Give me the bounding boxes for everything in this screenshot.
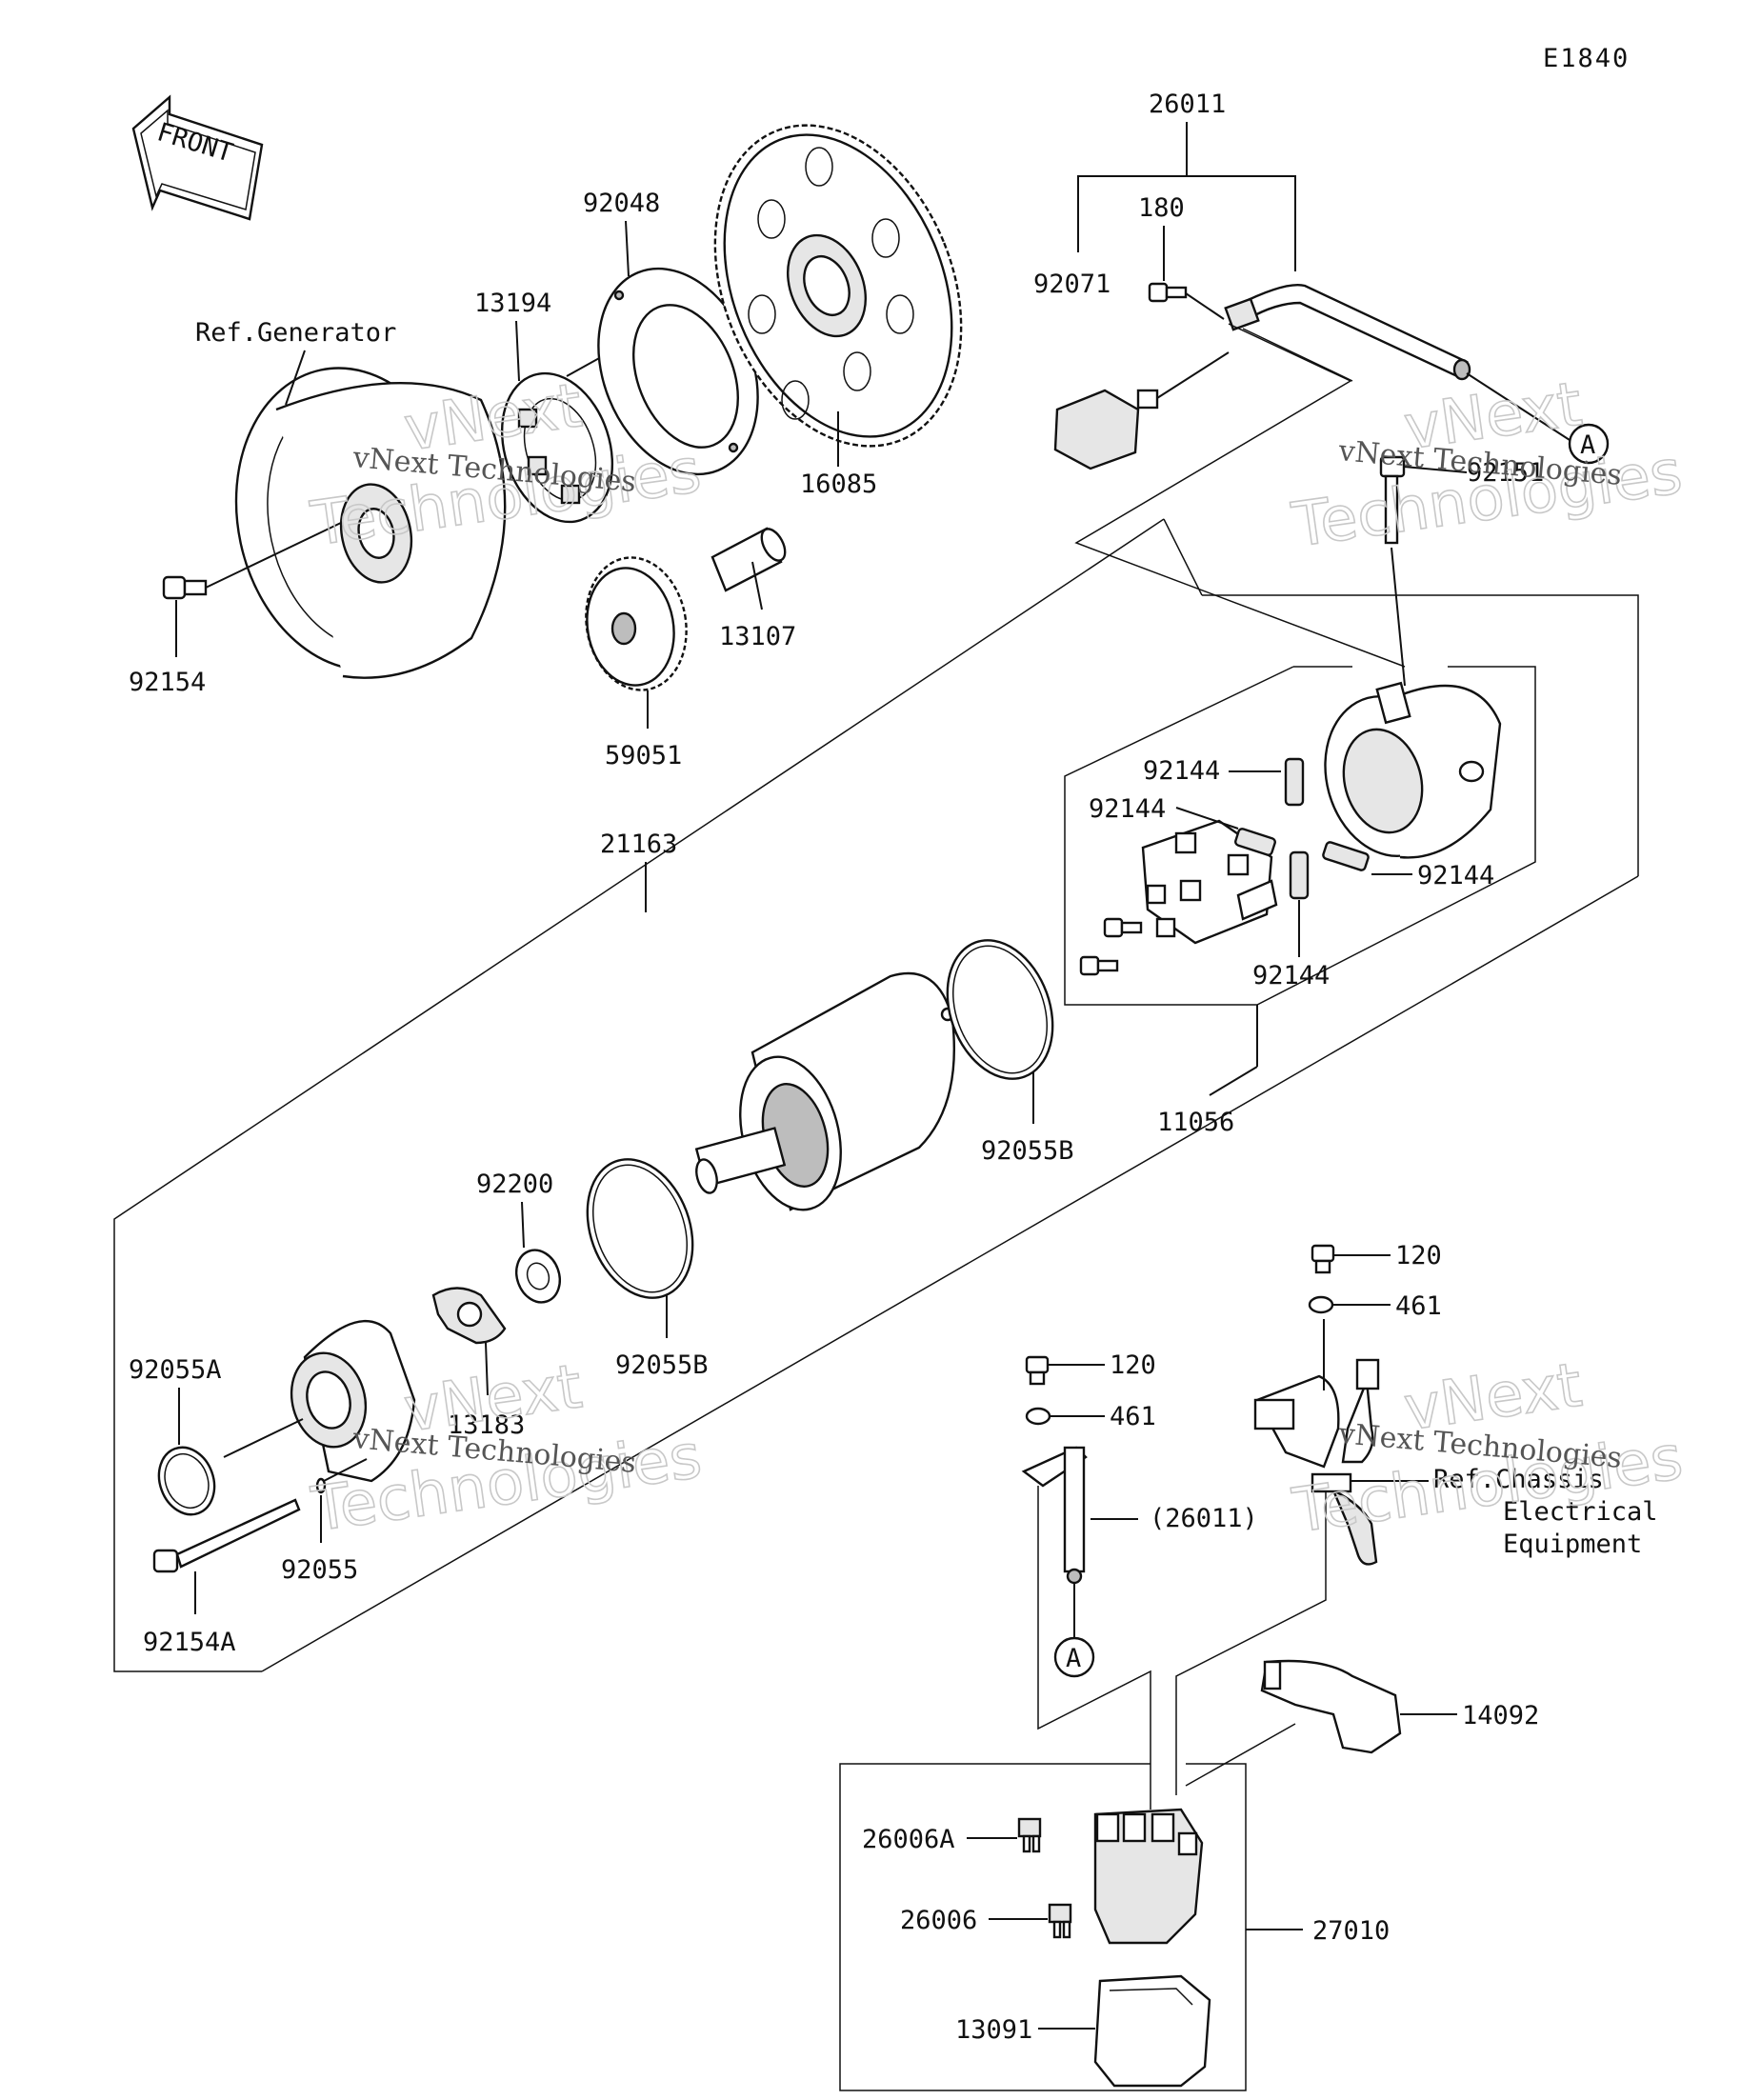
part-label-92144-c: 92144 bbox=[1417, 861, 1494, 890]
part-label-13183: 13183 bbox=[448, 1410, 525, 1440]
part-label-11056: 11056 bbox=[1157, 1108, 1234, 1137]
generator-rotor bbox=[234, 367, 507, 679]
part-label-13107: 13107 bbox=[719, 622, 796, 651]
armature-shaft bbox=[694, 1127, 787, 1194]
terminal-cap-92071 bbox=[1053, 389, 1159, 470]
bolt-92154-icon bbox=[162, 575, 208, 600]
part-label-92144-a: 92144 bbox=[1143, 756, 1220, 786]
part-label-461-mid: 461 bbox=[1110, 1402, 1156, 1431]
part-label-92154: 92154 bbox=[129, 668, 206, 697]
relay-boot-13091 bbox=[1093, 1974, 1211, 2088]
ref-generator-label: Ref.Generator bbox=[195, 318, 396, 348]
part-label-92144-b: 92144 bbox=[1089, 794, 1166, 824]
svg-text:A: A bbox=[1580, 430, 1595, 460]
spring-icon bbox=[1234, 757, 1370, 900]
part-label-92055A: 92055A bbox=[129, 1355, 222, 1385]
bolt-92151-icon bbox=[1379, 455, 1406, 545]
callout-a-top: A bbox=[1568, 423, 1610, 465]
bolt-120-mid-icon bbox=[1025, 1355, 1050, 1386]
part-label-26011-paren: (26011) bbox=[1150, 1504, 1258, 1533]
part-label-120-top: 120 bbox=[1395, 1241, 1442, 1270]
starter-relay bbox=[1093, 1808, 1204, 1945]
long-bolt-92154A-icon bbox=[152, 1498, 301, 1573]
rear-cover bbox=[1324, 681, 1502, 859]
part-label-92200: 92200 bbox=[476, 1170, 553, 1199]
part-label-92144-d: 92144 bbox=[1252, 961, 1330, 990]
part-label-92055B-right: 92055B bbox=[981, 1136, 1074, 1166]
screws-brush-holder-icon bbox=[1079, 917, 1143, 976]
part-label-59051: 59051 bbox=[605, 741, 682, 770]
o-ring-92055B-left bbox=[586, 1158, 694, 1299]
o-ring-92055 bbox=[315, 1477, 327, 1494]
ref-chassis-line2: Electrical bbox=[1503, 1497, 1658, 1527]
washer-92200 bbox=[515, 1249, 561, 1304]
part-label-13194: 13194 bbox=[474, 289, 551, 318]
front-cover bbox=[290, 1319, 416, 1483]
o-ring-92055A bbox=[157, 1446, 216, 1516]
one-way-clutch-13194 bbox=[500, 371, 614, 524]
brush-holder bbox=[1141, 819, 1278, 945]
part-label-120-mid: 120 bbox=[1110, 1350, 1156, 1380]
part-label-92154A: 92154A bbox=[143, 1628, 236, 1657]
fuse-26006A-icon bbox=[1017, 1817, 1042, 1853]
bolt-180-icon bbox=[1148, 282, 1188, 303]
shaft-13107 bbox=[710, 527, 787, 592]
part-label-92151: 92151 bbox=[1467, 458, 1544, 488]
part-label-14092: 14092 bbox=[1462, 1701, 1539, 1730]
part-label-92048: 92048 bbox=[583, 189, 660, 218]
part-label-26006A: 26006A bbox=[862, 1825, 955, 1854]
o-ring-92055B-right bbox=[946, 939, 1054, 1080]
starter-gear-16085 bbox=[713, 124, 963, 448]
ref-chassis-line1: Ref.Chassis bbox=[1433, 1465, 1604, 1494]
motor-yoke bbox=[739, 971, 955, 1211]
ref-chassis-line3: Equipment bbox=[1503, 1530, 1642, 1559]
part-label-92055: 92055 bbox=[281, 1555, 358, 1585]
lead-wire-26011 bbox=[1224, 284, 1471, 381]
lock-plate-13183 bbox=[431, 1287, 507, 1345]
washer-461-mid bbox=[1025, 1407, 1051, 1426]
lead-wire-26011-lower bbox=[1021, 1446, 1088, 1585]
part-label-461-top: 461 bbox=[1395, 1291, 1442, 1321]
front-arrow-icon: FRONT bbox=[131, 94, 264, 221]
part-label-92071: 92071 bbox=[1033, 270, 1111, 299]
part-label-26006: 26006 bbox=[900, 1906, 977, 1935]
fuse-26006-icon bbox=[1048, 1903, 1072, 1939]
bolt-120-top-icon bbox=[1311, 1244, 1335, 1274]
part-label-16085: 16085 bbox=[800, 470, 877, 499]
callout-a-bottom: A bbox=[1053, 1636, 1095, 1678]
svg-text:A: A bbox=[1066, 1644, 1081, 1673]
part-label-27010: 27010 bbox=[1312, 1916, 1390, 1946]
idle-gear-59051 bbox=[585, 556, 688, 691]
part-label-26011: 26011 bbox=[1149, 90, 1226, 119]
part-label-21163: 21163 bbox=[600, 830, 677, 859]
part-label-92055B-left: 92055B bbox=[615, 1350, 709, 1380]
part-label-13091: 13091 bbox=[955, 2015, 1032, 2045]
relay-cover-14092 bbox=[1260, 1659, 1402, 1754]
part-label-180: 180 bbox=[1138, 193, 1185, 223]
diagram-code: E1840 bbox=[1543, 44, 1630, 73]
relay-lead-wire bbox=[1253, 1358, 1380, 1566]
washer-461-top bbox=[1308, 1295, 1334, 1314]
